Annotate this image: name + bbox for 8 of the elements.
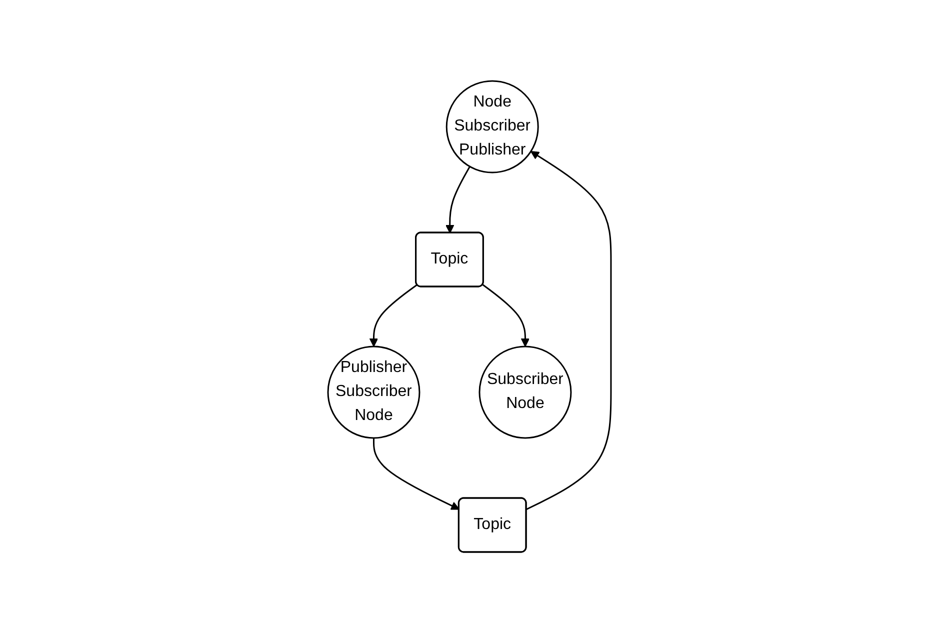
node-circle: Publisher Subscriber Node [326, 345, 420, 438]
arrow [368, 284, 418, 346]
arrow [372, 437, 460, 510]
arrow [526, 150, 612, 510]
arrow [482, 284, 530, 346]
node-circle: Subscriber Node [478, 345, 572, 438]
node-circle: Node Subscriber Publisher [445, 80, 538, 173]
arrow [444, 166, 470, 233]
